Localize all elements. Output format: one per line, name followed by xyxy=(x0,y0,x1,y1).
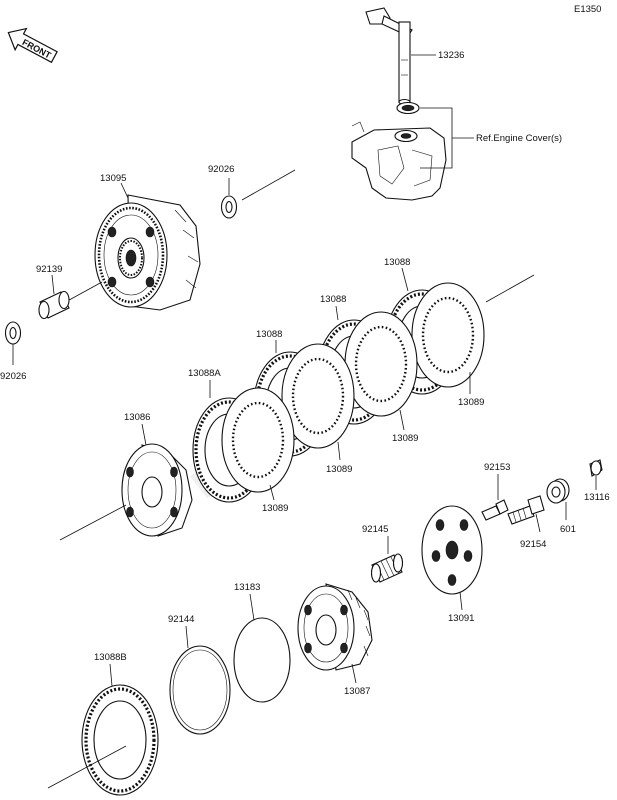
label-92153: 92153 xyxy=(484,462,510,473)
label-92139: 92139 xyxy=(36,264,62,275)
label-13089-a: 13089 xyxy=(458,397,484,408)
label-13087: 13087 xyxy=(344,686,370,697)
label-13088B: 13088B xyxy=(94,652,127,663)
clutch-housing-part xyxy=(94,194,201,311)
label-13088-a: 13088 xyxy=(256,329,282,340)
front-arrow-icon: FRONT xyxy=(7,27,58,64)
label-92026-top: 92026 xyxy=(208,164,234,175)
label-13088-b: 13088 xyxy=(320,294,346,305)
steel-plate-part xyxy=(411,282,485,388)
label-92154: 92154 xyxy=(520,539,546,550)
label-13116: 13116 xyxy=(584,492,610,503)
label-13183: 13183 xyxy=(234,582,260,593)
diagram-code: E1350 xyxy=(574,4,601,15)
inner-hub-part xyxy=(297,583,373,671)
pusher-part xyxy=(507,495,545,525)
label-13086: 13086 xyxy=(124,412,150,423)
bolt-part xyxy=(481,499,509,521)
label-13089-c: 13089 xyxy=(326,464,352,475)
collar-part xyxy=(589,459,603,477)
spring-ring-part xyxy=(233,617,291,703)
label-92145: 92145 xyxy=(362,524,388,535)
engine-cover-fragment xyxy=(351,121,447,201)
steel-plate-part xyxy=(344,311,418,417)
friction-plate-part xyxy=(81,684,159,796)
seat-ring-part xyxy=(169,645,231,735)
steel-plate-part xyxy=(281,343,355,449)
label-92144: 92144 xyxy=(168,614,194,625)
label-13088A: 13088A xyxy=(188,368,221,379)
sleeve-part xyxy=(38,290,70,320)
washer-left-part xyxy=(4,321,22,345)
label-13089-d: 13089 xyxy=(262,503,288,514)
steel-plate-part xyxy=(221,387,295,493)
spring-part xyxy=(370,553,404,583)
reference-label: Ref.Engine Cover(s) xyxy=(476,133,562,144)
label-601: 601 xyxy=(560,524,576,535)
clutch-hub-part xyxy=(121,443,193,537)
label-13236: 13236 xyxy=(438,50,464,61)
label-92026-left: 92026 xyxy=(0,371,26,382)
bearing-part xyxy=(546,478,570,504)
label-13095: 13095 xyxy=(100,173,126,184)
label-13091: 13091 xyxy=(448,613,474,624)
label-13088-c: 13088 xyxy=(384,257,410,268)
push-rod-part xyxy=(365,7,413,106)
oil-seal-part xyxy=(396,101,420,115)
label-13089-b: 13089 xyxy=(392,433,418,444)
washer-part xyxy=(220,195,238,219)
pressure-plate-part xyxy=(421,505,483,595)
